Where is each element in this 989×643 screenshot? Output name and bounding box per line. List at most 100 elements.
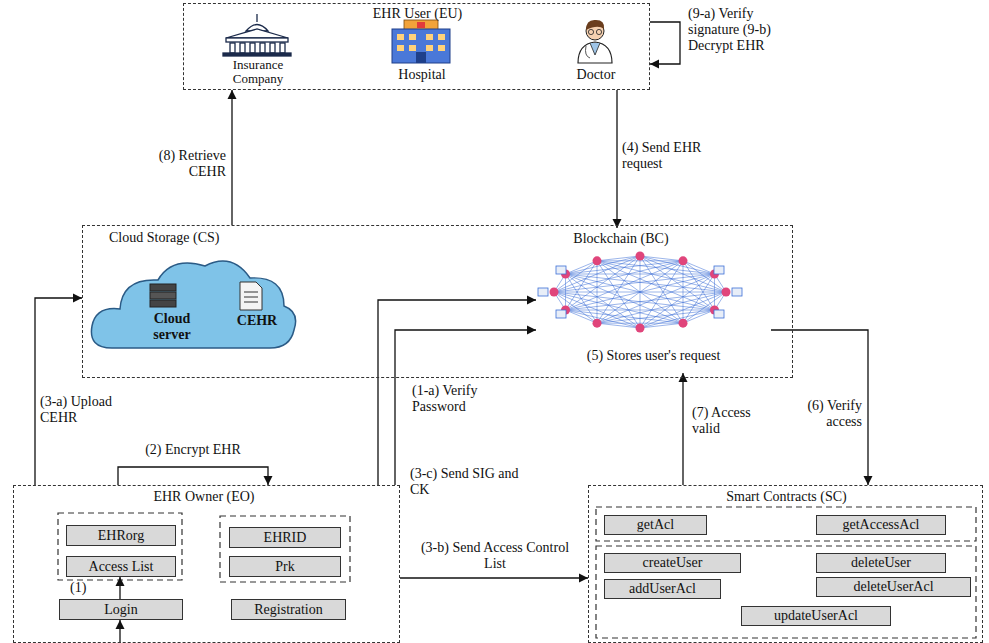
computer-symbol [714,310,724,318]
step-label: (8) Retrieve CEHR [130,148,226,180]
node-label: CEHR [232,313,282,329]
box-label: Registration [254,602,322,618]
flow-arrow [378,300,536,485]
group-title: Smart Contracts (SC) [589,489,984,505]
network-link [566,274,683,323]
doctor-icon [578,20,612,63]
network-dot [679,256,688,265]
node-label: (5) Stores user's request [546,348,761,364]
icon-node: Insurance Company [206,19,310,89]
step-label: (2) Encrypt EHR [118,442,268,458]
box-label: deleteUserAcl [853,579,933,595]
function-box: createUser [604,553,741,573]
flow-arrow [395,330,536,485]
network-dot [679,319,688,328]
flow-arrow [119,577,120,599]
box-label: updateUserAcl [774,608,858,624]
network-dot [636,324,645,333]
inner-group-outlines [58,507,976,638]
box-label: getAccessAcl [843,517,920,533]
flow-arrow [400,577,588,578]
login-input-arrow [119,620,120,643]
step-label: (1) [70,580,96,596]
step-label: (1-a) Verify Password [412,383,512,415]
function-box: getAcl [604,515,707,535]
box-label: addUserAcl [629,581,696,597]
network-dot [593,319,602,328]
step-label: (9-a) Verify signature (9-b) Decrypt EHR [688,6,780,54]
network-link [597,274,714,323]
group-box: Smart Contracts (SC) getAcl getAccessAcl cr… [588,485,983,643]
step-label: (6) Verify access [790,398,862,430]
network-link [565,274,566,310]
flow-arrow [650,22,680,64]
group-box: Cloud Storage (CS) Cloud server CEHR Blockc… [82,225,793,378]
network-link [597,256,640,261]
box-label: Login [104,602,137,618]
step-label: (3-b) Send Access Control List [410,540,580,572]
icon-node: Hospital [381,19,463,85]
box-label: getAcl [637,517,674,533]
computer-symbol [732,288,742,296]
group-title: Cloud Storage (CS) [109,230,269,246]
computer-symbol [556,310,566,318]
group-box: EHR User (EU) Insurance Company Hospital Do… [183,3,650,90]
function-box: getAccessAcl [816,515,946,535]
flow-arrow [118,467,268,485]
network-dot [636,252,645,261]
process-box: Access List [66,556,176,577]
network-link [640,274,714,328]
box-label: Access List [89,559,154,575]
step-label: (7) Access valid [692,405,772,437]
box-label: deleteUser [851,555,911,571]
step-label: (3-c) Send SIG and CK [410,466,520,498]
group-title: EHR Owner (EO) [114,489,294,505]
process-box: EHRID [229,527,341,548]
blockchain-node: Blockchain (BC) (5) Stores user's request [536,228,771,373]
flow-arrow [771,330,868,485]
network-link [566,274,715,310]
function-box: deleteUserAcl [816,577,971,597]
group-title: EHR User (EU) [184,6,651,22]
network-link [640,256,714,274]
group-box: EHR Owner (EO) EHRorgAccess List EHRID PrkL… [13,485,400,643]
network-link [566,261,683,274]
function-box: addUserAcl [604,579,721,599]
computer-symbol [714,266,724,274]
network-link [683,274,714,323]
flow-arrow [616,90,617,228]
function-box: deleteUser [816,553,946,573]
network-link [566,256,640,274]
network-dot [550,288,559,297]
box-label: EHRorg [98,528,144,544]
cloud-icon [91,261,295,348]
insurance-icon [223,14,291,56]
network-dot [593,256,602,265]
hospital-icon [392,20,450,63]
network-link [597,261,714,274]
node-label: Cloud server [140,311,204,343]
computer-symbol [538,288,548,296]
box-label: Prk [275,559,294,575]
computer-symbol [556,266,566,274]
network-link [554,274,714,292]
network-link [554,261,683,292]
process-box: Registration [231,599,346,620]
node-label: Hospital [381,67,463,83]
cloud-node: Cloud server CEHR [96,251,296,351]
network-link [683,261,714,274]
process-box: Login [59,599,183,620]
box-label: createUser [643,555,703,571]
step-label: (4) Send EHR request [622,140,717,172]
node-label: Insurance Company [206,58,310,86]
node-label: Blockchain (BC) [556,231,686,247]
network-link [640,256,683,261]
network-link [566,274,715,275]
icon-node: Doctor [561,19,631,85]
function-box: updateUserAcl [741,606,891,626]
step-label: (3-a) Upload CEHR [40,394,120,426]
network-link [640,323,683,328]
blockchain-network-icon [538,252,742,333]
network-link [640,261,683,328]
